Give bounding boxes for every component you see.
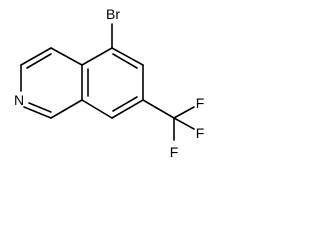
bond-c4-c3 (20, 47, 52, 66)
double-bond-c5-c6 (112, 53, 138, 69)
bond-c7-c8 (111, 99, 144, 119)
double-bond-n2-c1 (28, 102, 52, 113)
atom-label-br: Br (106, 6, 120, 22)
atom-label-f-bottom: F (170, 144, 179, 160)
bond-c5-c6 (111, 47, 144, 66)
bond-c1-c8a (50, 99, 83, 119)
benzene-ring (81, 47, 144, 119)
bond-c8-c8a (81, 99, 113, 119)
molecule-structure: Br N F F F (14, 6, 205, 160)
bond-cf3-f-top (173, 106, 195, 119)
atom-label-f-right: F (196, 125, 205, 141)
double-bond-c7-c8 (112, 96, 138, 112)
double-bond-c4-c3 (26, 53, 52, 69)
bond-cf3-f-right (173, 117, 195, 130)
atom-label-n: N (14, 92, 24, 108)
bond-n2-c1 (23, 106, 52, 119)
bond-c4a-c5 (81, 47, 113, 66)
atom-label-f-top: F (196, 95, 205, 111)
pyridine-ring (20, 47, 83, 119)
bond-c7-cf3 (142, 99, 175, 119)
bond-c4a-c4 (50, 47, 83, 66)
